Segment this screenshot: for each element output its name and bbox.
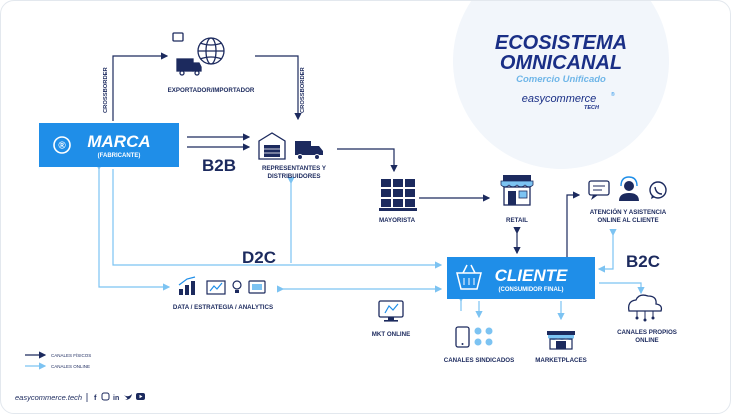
online-flows bbox=[95, 163, 645, 321]
instagram-icon[interactable] bbox=[101, 392, 110, 401]
arrow-marca-exportador bbox=[112, 52, 169, 121]
atencion-label-2: ONLINE AL CLIENTE bbox=[597, 217, 658, 224]
retail-node: RETAIL bbox=[500, 175, 534, 224]
arrow-cliente-atencion bbox=[563, 191, 581, 263]
footer: easycommerce.tech f in bbox=[15, 392, 145, 402]
marca-subtitle: (FABRICANTE) bbox=[98, 153, 141, 159]
store-icon bbox=[500, 175, 534, 206]
title-backdrop-circle bbox=[453, 1, 669, 169]
representantes-label-2: DISTRIBUIDORES bbox=[268, 173, 321, 180]
cliente-box bbox=[447, 257, 595, 299]
propios-node: CANALES PROPIOS ONLINE bbox=[617, 294, 677, 344]
arrow-representantes-mayorista bbox=[337, 148, 398, 173]
data-node: DATA / ESTRATEGIA / ANALYTICS bbox=[173, 276, 273, 311]
footer-site[interactable]: easycommerce.tech bbox=[15, 393, 82, 402]
cliente-subtitle: (CONSUMIDOR FINAL) bbox=[499, 287, 564, 293]
cloud-icon bbox=[628, 294, 663, 322]
sindicados-node: CANALES SINDICADOS bbox=[444, 326, 514, 364]
arrow-cliente-propios bbox=[599, 282, 645, 295]
marca-logo-letter: ® bbox=[58, 141, 66, 152]
mkt-label: MKT ONLINE bbox=[372, 331, 411, 338]
legend-online-label: CANALES ONLINE bbox=[51, 364, 90, 369]
arrow-marca-data bbox=[95, 163, 171, 291]
sindicados-label: CANALES SINDICADOS bbox=[444, 357, 514, 364]
mkt-node: MKT ONLINE bbox=[372, 300, 411, 338]
exportador-label: EXPORTADOR/IMPORTADOR bbox=[168, 87, 255, 94]
cliente-title: CLIENTE bbox=[495, 266, 568, 285]
b2c-label: B2C bbox=[626, 252, 660, 271]
whatsapp-icon bbox=[649, 181, 667, 199]
title-subtitle: Comercio Unificado bbox=[516, 74, 606, 85]
exportador-node: EXPORTADOR/IMPORTADOR bbox=[168, 32, 255, 94]
warehouse-truck-icon bbox=[258, 132, 323, 160]
mayorista-label: MAYORISTA bbox=[379, 217, 416, 224]
cliente-node[interactable]: CLIENTE (CONSUMIDOR FINAL) bbox=[447, 257, 595, 299]
marketplaces-node: MARKETPLACES bbox=[535, 331, 587, 364]
registered-icon bbox=[53, 136, 71, 154]
brand-logo-text: easycommerce bbox=[522, 93, 597, 105]
twitter-icon[interactable] bbox=[124, 394, 132, 400]
linkedin-icon[interactable]: in bbox=[113, 395, 119, 402]
representantes-node: REPRESENTANTES Y DISTRIBUIDORES bbox=[258, 132, 327, 180]
data-label: DATA / ESTRATEGIA / ANALYTICS bbox=[173, 304, 273, 311]
title-line-2: OMNICANAL bbox=[500, 52, 622, 74]
propios-label-1: CANALES PROPIOS bbox=[617, 329, 677, 336]
d2c-label: D2C bbox=[242, 248, 276, 267]
crossborder-left-label: CROSSBORDER bbox=[103, 66, 109, 113]
marca-node[interactable]: ® MARCA (FABRICANTE) bbox=[39, 123, 179, 167]
retail-label: RETAIL bbox=[506, 217, 528, 224]
syndicated-apps-icon bbox=[455, 326, 493, 348]
representantes-label-1: REPRESENTANTES Y bbox=[262, 165, 327, 172]
marca-box bbox=[39, 123, 179, 167]
monitor-icon bbox=[378, 300, 404, 322]
marketplace-store-icon bbox=[547, 331, 575, 350]
marketplaces-label: MARKETPLACES bbox=[535, 357, 587, 364]
mayorista-node: MAYORISTA bbox=[379, 179, 417, 224]
brand-registered-mark: ® bbox=[611, 91, 615, 98]
analytics-icons bbox=[178, 276, 266, 295]
b2b-label: B2B bbox=[202, 156, 236, 175]
globe-truck-icon bbox=[172, 32, 225, 76]
marca-title: MARCA bbox=[87, 132, 150, 151]
legend-physical-label: CANALES FÍSICOS bbox=[51, 352, 91, 358]
crossborder-right-label: CROSSBORDER bbox=[300, 66, 306, 113]
arrow-atencion-cliente-online bbox=[597, 229, 617, 273]
chat-icon bbox=[588, 180, 610, 200]
atencion-label-1: ATENCIÓN Y ASISTENCIA bbox=[590, 208, 667, 216]
legend: CANALES FÍSICOS CANALES ONLINE bbox=[25, 351, 91, 370]
physical-flows bbox=[112, 52, 581, 263]
arrow-exportador-representantes bbox=[255, 55, 302, 121]
facebook-icon[interactable]: f bbox=[94, 393, 97, 402]
propios-label-2: ONLINE bbox=[635, 337, 658, 344]
brand-logo-sub: TECH bbox=[584, 105, 600, 111]
support-agent-icon bbox=[619, 176, 639, 201]
atencion-node: ATENCIÓN Y ASISTENCIA ONLINE AL CLIENTE bbox=[588, 176, 667, 224]
title-line-1: ECOSISTEMA bbox=[495, 32, 627, 54]
shopping-basket-icon bbox=[456, 264, 482, 290]
pallet-boxes-icon bbox=[379, 179, 417, 211]
